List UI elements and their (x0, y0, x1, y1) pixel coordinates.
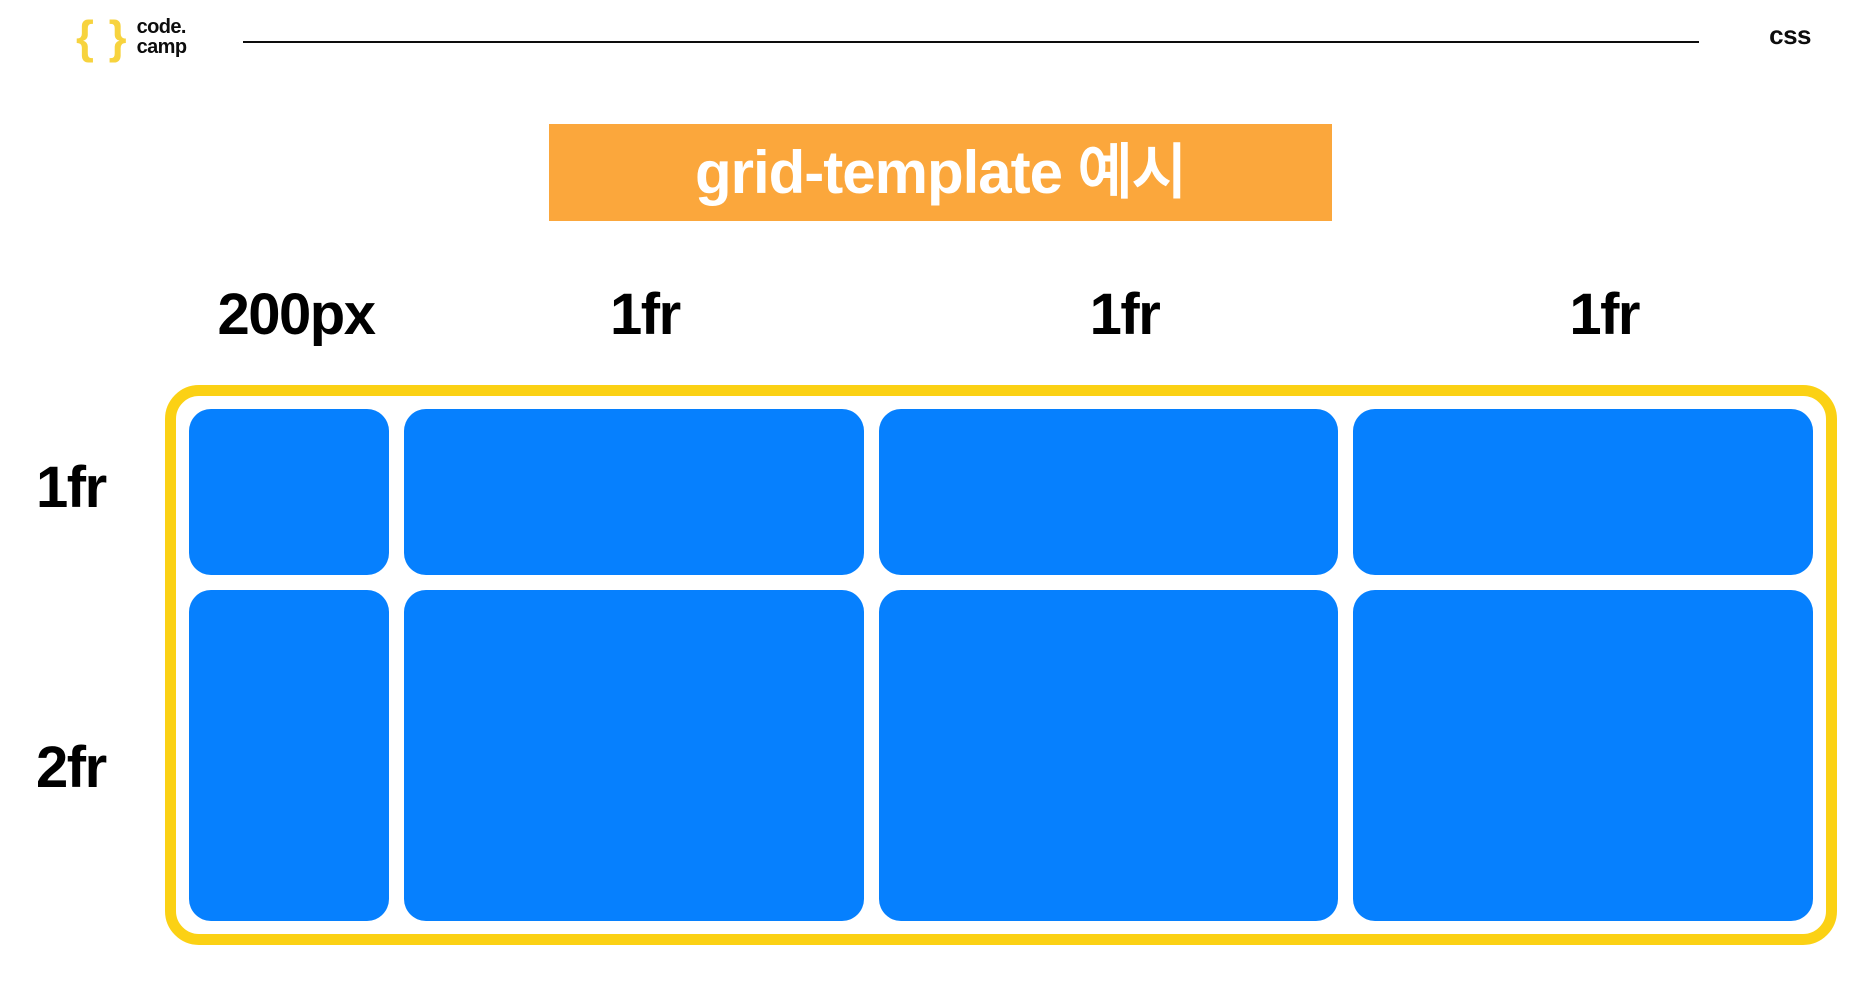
topic-label: css (1769, 20, 1811, 50)
braces-icon: { } (76, 11, 128, 63)
grid-cell-r1c1 (189, 409, 389, 575)
logo-line-2: camp (136, 36, 187, 58)
row-label-2: 2fr (36, 735, 107, 800)
header-divider (243, 41, 1699, 43)
logo-wordmark: code. camp (136, 15, 187, 58)
row-label-1: 1fr (36, 454, 107, 520)
grid-cell-r2c3 (878, 589, 1339, 921)
column-label-2: 1fr (610, 282, 681, 347)
grid-cell-r2c4 (1353, 589, 1813, 921)
column-label-1: 200px (217, 282, 376, 347)
grid-cell-r1c3 (878, 409, 1339, 575)
page-title: grid-template 예시 (694, 138, 1187, 206)
column-label-row: 200px 1fr 1fr 1fr (196, 278, 1835, 352)
grid-container (165, 385, 1837, 945)
grid-cell-r1c4 (1353, 409, 1813, 575)
column-label-3: 1fr (1089, 282, 1161, 347)
column-label-4: 1fr (1569, 282, 1640, 347)
grid-cell-r2c1 (189, 589, 389, 921)
logo-line-1: code. (136, 15, 187, 38)
codecamp-logo: { } code. camp (76, 11, 187, 63)
row-label-column: 1fr 2fr (36, 399, 186, 945)
grid-cell-r1c2 (404, 409, 864, 575)
slide-header: { } code. camp css (0, 0, 1871, 82)
grid-cell-r2c2 (404, 589, 864, 921)
title-banner: grid-template 예시 (549, 124, 1332, 221)
